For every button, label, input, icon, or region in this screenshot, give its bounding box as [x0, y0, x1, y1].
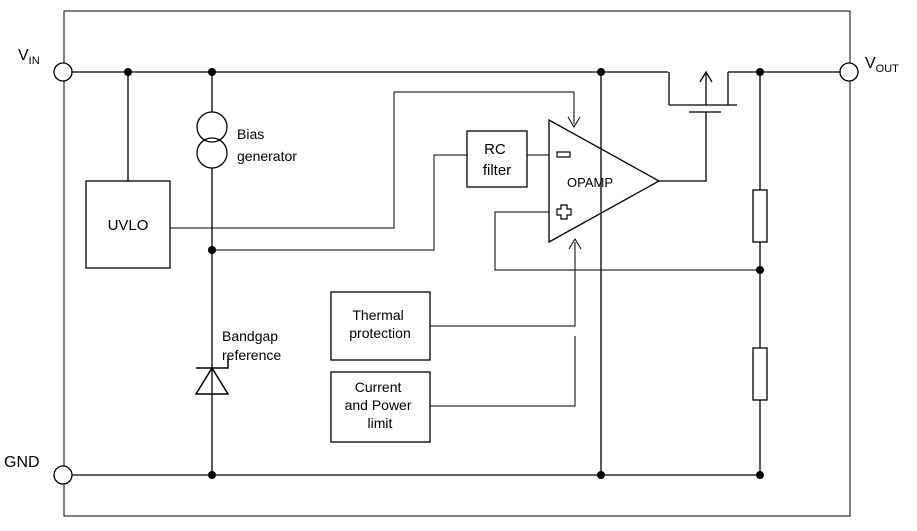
junction-dot — [124, 68, 132, 76]
bandgap-reference-symbol — [194, 366, 230, 395]
divider-resistor-bottom — [752, 347, 768, 401]
opamp-symbol — [548, 118, 661, 244]
junction-dot — [208, 68, 216, 76]
thermal-to-opamp-wire — [430, 242, 576, 327]
rc-filter-label: RC filter — [483, 141, 511, 179]
chip-boundary — [63, 10, 851, 517]
feedback-wire — [494, 211, 760, 271]
junction-dot — [208, 246, 216, 254]
vout-label: VOUT — [865, 55, 899, 75]
vin-terminal — [53, 62, 73, 82]
junction-dot — [597, 471, 605, 479]
uvlo-enable-wire — [170, 91, 575, 229]
bandgap-reference-bar — [196, 358, 229, 369]
junction-dot — [756, 471, 764, 479]
bias-to-rc-filter-wire — [212, 154, 467, 251]
junction-dot — [597, 68, 605, 76]
bias-generator-symbol-top — [196, 111, 228, 143]
thermal-protection-block — [330, 291, 431, 361]
gnd-terminal — [53, 465, 73, 485]
uvlo-block — [85, 180, 171, 269]
current-limit-to-opamp-wire — [430, 336, 576, 407]
thermal-protection-label: Thermal protection — [349, 307, 410, 341]
opamp-noninverting-input-sign — [556, 204, 572, 220]
current-power-limit-block — [330, 371, 431, 443]
opamp-label: OPAMP — [567, 175, 613, 190]
vout-terminal — [839, 62, 859, 82]
protection-arrowhead — [568, 238, 582, 250]
vin-label: VIN — [18, 47, 40, 67]
uvlo-label: UVLO — [108, 217, 149, 234]
uvlo-enable-arrowhead — [567, 116, 581, 128]
opamp-output-wire — [659, 112, 707, 182]
junction-dot — [756, 266, 764, 274]
current-power-limit-label: Current and Power limit — [345, 379, 416, 431]
divider-resistor-top — [752, 189, 768, 243]
junction-dot — [756, 68, 764, 76]
mosfet-body-arrow — [699, 70, 713, 83]
bias-generator-label: Bias generator — [237, 126, 297, 164]
rc-filter-block — [466, 130, 528, 188]
gnd-label: GND — [4, 454, 40, 471]
bandgap-reference-label: Bandgap reference — [222, 328, 282, 363]
opamp-inverting-input-sign — [556, 151, 571, 158]
junction-dot — [208, 471, 216, 479]
